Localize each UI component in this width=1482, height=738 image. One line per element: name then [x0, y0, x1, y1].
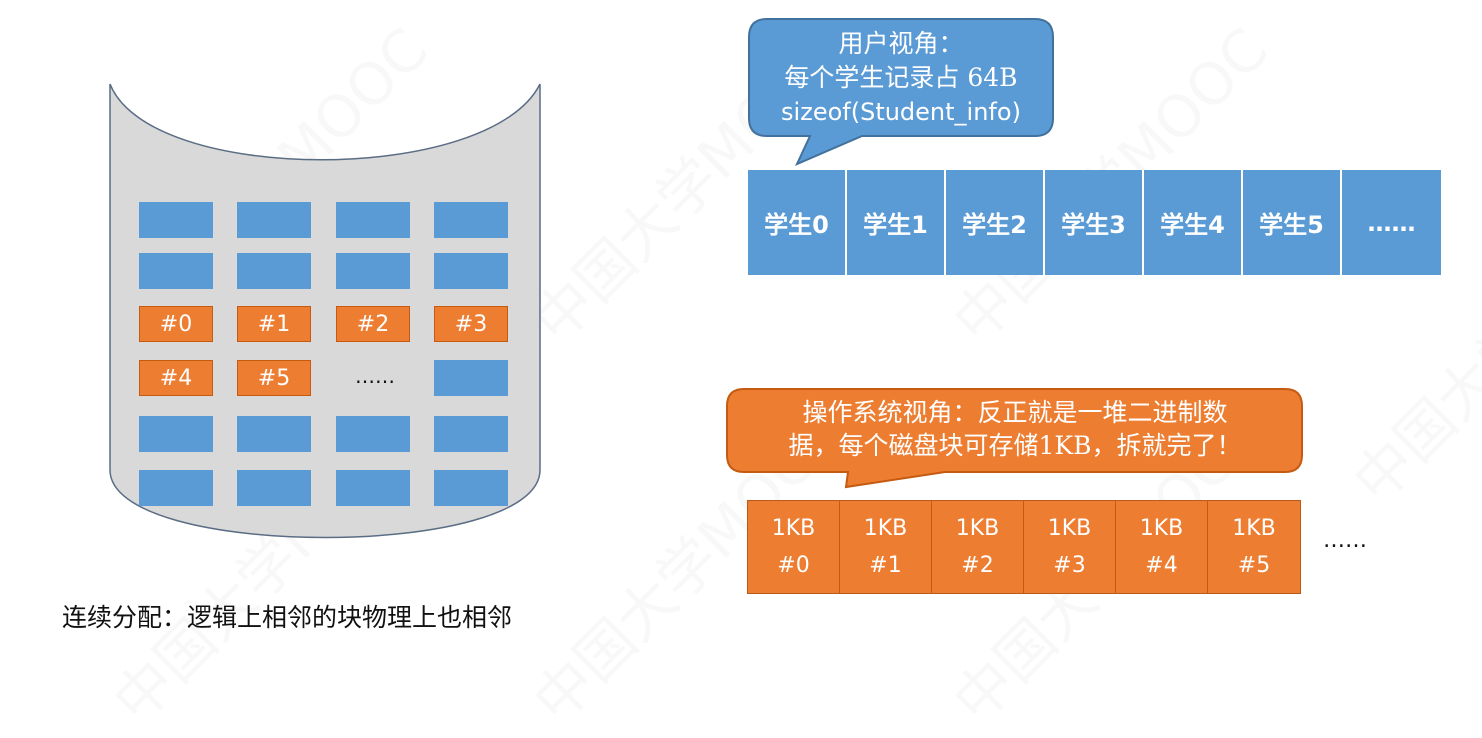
user-view-bubble — [748, 18, 1054, 166]
os-view-bubble — [726, 388, 1303, 489]
disk-cylinder — [109, 83, 541, 539]
ellipsis-text: …… — [355, 364, 395, 388]
disk-block — [434, 253, 508, 289]
student-record-cell: 学生5 — [1243, 170, 1342, 275]
disk-block — [336, 416, 410, 452]
disk-block — [237, 253, 311, 289]
user-view-record-size: 每个学生记录占 64B — [784, 63, 1018, 92]
user-view-callout: 用户视角： 每个学生记录占 64B sizeof(Student_info) — [755, 27, 1047, 129]
disk-block — [237, 202, 311, 238]
os-view-line: 据，每个磁盘块可存储1KB，拆就完了！ — [788, 431, 1242, 460]
block-id: #1 — [869, 553, 902, 578]
disk-block-cell: 1KB #1 — [840, 501, 932, 593]
user-view-title: 用户视角： — [838, 29, 964, 58]
disk-block-cell: 1KB #3 — [1024, 501, 1116, 593]
block-id: #5 — [1237, 553, 1271, 578]
disk-blocks-ellipsis: …… — [1323, 528, 1367, 553]
disk-block-strip: 1KB #0 1KB #1 1KB #2 1KB #3 1KB #4 1KB #… — [747, 500, 1301, 594]
callout-shapes — [726, 18, 1303, 489]
allocated-block: #4 — [139, 360, 213, 396]
block-size: 1KB — [863, 516, 908, 541]
student-record-cell: 学生0 — [748, 170, 847, 275]
block-size: 1KB — [771, 516, 816, 541]
student-record-strip: 学生0 学生1 学生2 学生3 学生4 学生5 …… — [748, 170, 1441, 275]
block-size: 1KB — [1232, 516, 1276, 541]
block-id: #3 — [1053, 553, 1086, 578]
disk-block — [336, 470, 410, 506]
disk-block-cell: 1KB #0 — [748, 501, 840, 593]
disk-block — [139, 253, 213, 289]
block-id: #0 — [777, 553, 810, 578]
allocated-block: #3 — [434, 306, 508, 342]
disk-block — [139, 470, 213, 506]
student-record-cell: 学生3 — [1045, 170, 1144, 275]
block-size: 1KB — [955, 516, 1000, 541]
block-size: 1KB — [1047, 516, 1092, 541]
disk-block-cell: 1KB #2 — [932, 501, 1024, 593]
block-id: #4 — [1145, 553, 1178, 578]
disk-block — [434, 470, 508, 506]
user-view-sizeof: sizeof(Student_info) — [781, 98, 1021, 126]
allocated-block: #0 — [139, 306, 213, 342]
student-record-cell: 学生1 — [847, 170, 946, 275]
allocated-block: #1 — [237, 306, 311, 342]
block-id: #2 — [961, 553, 994, 578]
disk-block — [336, 253, 410, 289]
student-record-ellipsis: …… — [1342, 170, 1441, 275]
disk-block — [434, 360, 508, 396]
allocated-block: #2 — [336, 306, 410, 342]
os-view-callout: 操作系统视角：反正就是一堆二进制数 据，每个磁盘块可存储1KB，拆就完了！ — [735, 396, 1295, 462]
disk-block — [237, 470, 311, 506]
disk-block — [434, 416, 508, 452]
student-record-cell: 学生2 — [946, 170, 1045, 275]
disk-block — [139, 202, 213, 238]
disk-block-cell: 1KB #4 — [1116, 501, 1208, 593]
disk-block — [139, 416, 213, 452]
disk-block — [336, 202, 410, 238]
caption: 连续分配：逻辑上相邻的块物理上也相邻 — [62, 603, 513, 632]
disk-block — [434, 202, 508, 238]
student-record-cell: 学生4 — [1144, 170, 1243, 275]
block-size: 1KB — [1139, 516, 1184, 541]
os-view-line: 操作系统视角：反正就是一堆二进制数 — [802, 398, 1228, 427]
disk-block-cell: 1KB #5 — [1208, 501, 1300, 593]
disk-block — [237, 416, 311, 452]
allocated-block: #5 — [237, 360, 311, 396]
